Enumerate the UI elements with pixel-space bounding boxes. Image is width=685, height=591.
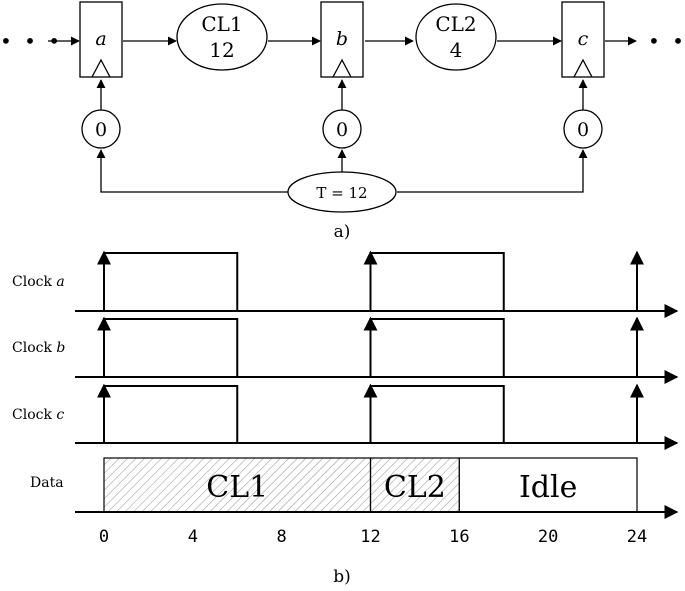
- clock-c-pulse: [370, 385, 505, 443]
- register-a-label: a: [95, 28, 106, 50]
- data-segment-idle: [458, 457, 638, 513]
- register-c-label: c: [578, 28, 589, 50]
- data-segment-label: Idle: [519, 470, 577, 505]
- time-tick-label: 0: [99, 527, 109, 547]
- clock-c-row: [75, 383, 679, 450]
- clock-offset-b: 0: [322, 109, 362, 149]
- logic-block-cl1: CL1 12: [176, 3, 268, 71]
- clock-b-row: [75, 316, 679, 384]
- clock-a-pulse: [104, 252, 239, 311]
- register-a-box: [79, 1, 123, 78]
- register-b: b: [320, 1, 364, 78]
- time-tick-label: 8: [277, 527, 287, 547]
- clock-input-a-icon: [91, 58, 111, 78]
- clock-waveforms: [75, 250, 679, 450]
- clock-offset-a-value: 0: [95, 119, 107, 141]
- logic-block-cl2-name: CL2: [435, 12, 476, 36]
- caption-a: a): [334, 222, 351, 242]
- clock-b-label: Clock b: [12, 340, 65, 356]
- data-segment-label: CL1: [206, 470, 268, 505]
- clock-b-pulse: [370, 318, 505, 377]
- clock-source-label: T = 12: [316, 184, 367, 202]
- logic-block-cl1-delay: 12: [209, 38, 234, 62]
- logic-block-cl2-shape: [415, 3, 497, 71]
- time-tick-label: 4: [188, 527, 198, 547]
- clock-a-pulse: [370, 252, 505, 311]
- clock-offset-c-value: 0: [577, 119, 589, 141]
- clock-offset-a: 0: [81, 109, 121, 149]
- register-c-box: [561, 1, 605, 78]
- data-segment-label: CL2: [384, 470, 446, 505]
- data-segments: CL1 CL2 Idle: [103, 457, 638, 513]
- register-b-box: [320, 1, 364, 78]
- clock-route-to-a: [96, 149, 288, 193]
- clock-source: T = 12: [287, 171, 397, 213]
- clock-c-pulse: [104, 385, 239, 443]
- data-row-label: Data: [30, 475, 64, 491]
- trailing-ellipsis: • • •: [648, 29, 685, 53]
- clock-input-b-icon: [332, 58, 352, 78]
- clock-source-shape: [287, 171, 397, 213]
- data-segment-cl1: [103, 457, 372, 513]
- time-axis-ticks: 0 4 8 12 16 20 24: [99, 527, 647, 547]
- time-tick-label: 20: [538, 527, 558, 547]
- clock-b-pulse: [104, 318, 239, 377]
- clock-input-c-icon: [573, 58, 593, 78]
- clock-offset-b-value: 0: [336, 119, 348, 141]
- logic-block-cl2: CL2 4: [415, 3, 497, 71]
- clock-c-label: Clock c: [12, 407, 64, 423]
- time-tick-label: 16: [449, 527, 469, 547]
- register-c: c: [561, 1, 605, 78]
- clock-offset-c: 0: [563, 109, 603, 149]
- logic-block-cl1-shape: [176, 3, 268, 71]
- time-tick-label: 12: [360, 527, 380, 547]
- clock-route-to-c: [397, 149, 588, 193]
- logic-block-cl1-name: CL1: [201, 12, 242, 36]
- logic-block-cl2-delay: 4: [450, 38, 463, 62]
- caption-b: b): [333, 567, 351, 587]
- clock-a-row: [75, 250, 679, 318]
- register-a: a: [79, 1, 123, 78]
- pipeline-diagram: • • • • • • a b c CL1 12: [0, 1, 685, 242]
- time-tick-label: 24: [627, 527, 647, 547]
- clock-a-label: Clock a: [12, 274, 65, 290]
- register-b-label: b: [336, 28, 348, 50]
